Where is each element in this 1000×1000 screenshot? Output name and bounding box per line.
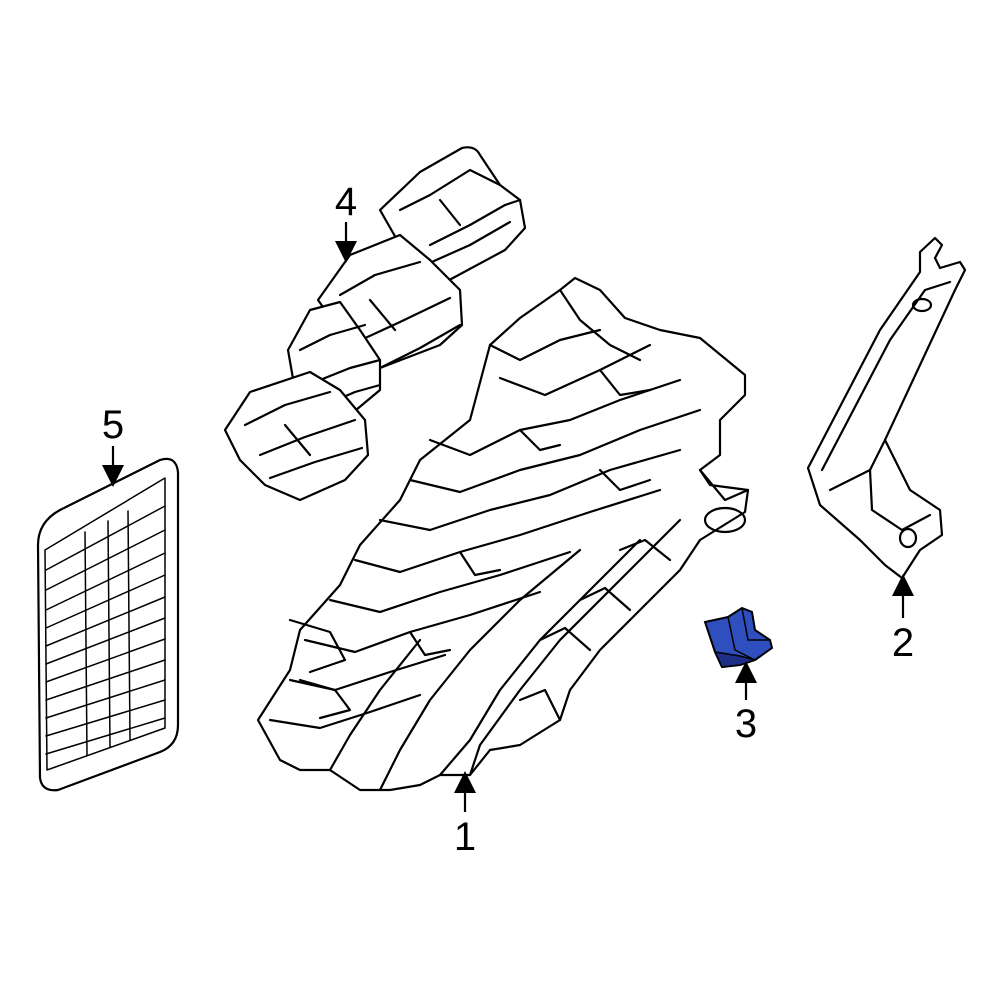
callout-2[interactable]: 2 [892, 621, 914, 665]
callout-1[interactable]: 1 [454, 815, 476, 859]
callout-5[interactable]: 5 [102, 403, 124, 447]
grid-lines [45, 505, 166, 756]
callout-3[interactable]: 3 [735, 702, 757, 746]
callout-labels: 1 2 3 4 5 [102, 180, 914, 859]
part-3-clip[interactable] [703, 606, 774, 669]
part-5-grid-panel[interactable] [36, 457, 180, 792]
part-4-cover-pieces[interactable] [223, 146, 527, 502]
callout-4[interactable]: 4 [335, 180, 357, 224]
part-1-junction-box[interactable] [256, 276, 750, 792]
part-2-bracket[interactable] [806, 236, 967, 580]
leader-arrows [102, 222, 914, 812]
clip-edge [741, 607, 770, 641]
clip-face [727, 616, 756, 661]
